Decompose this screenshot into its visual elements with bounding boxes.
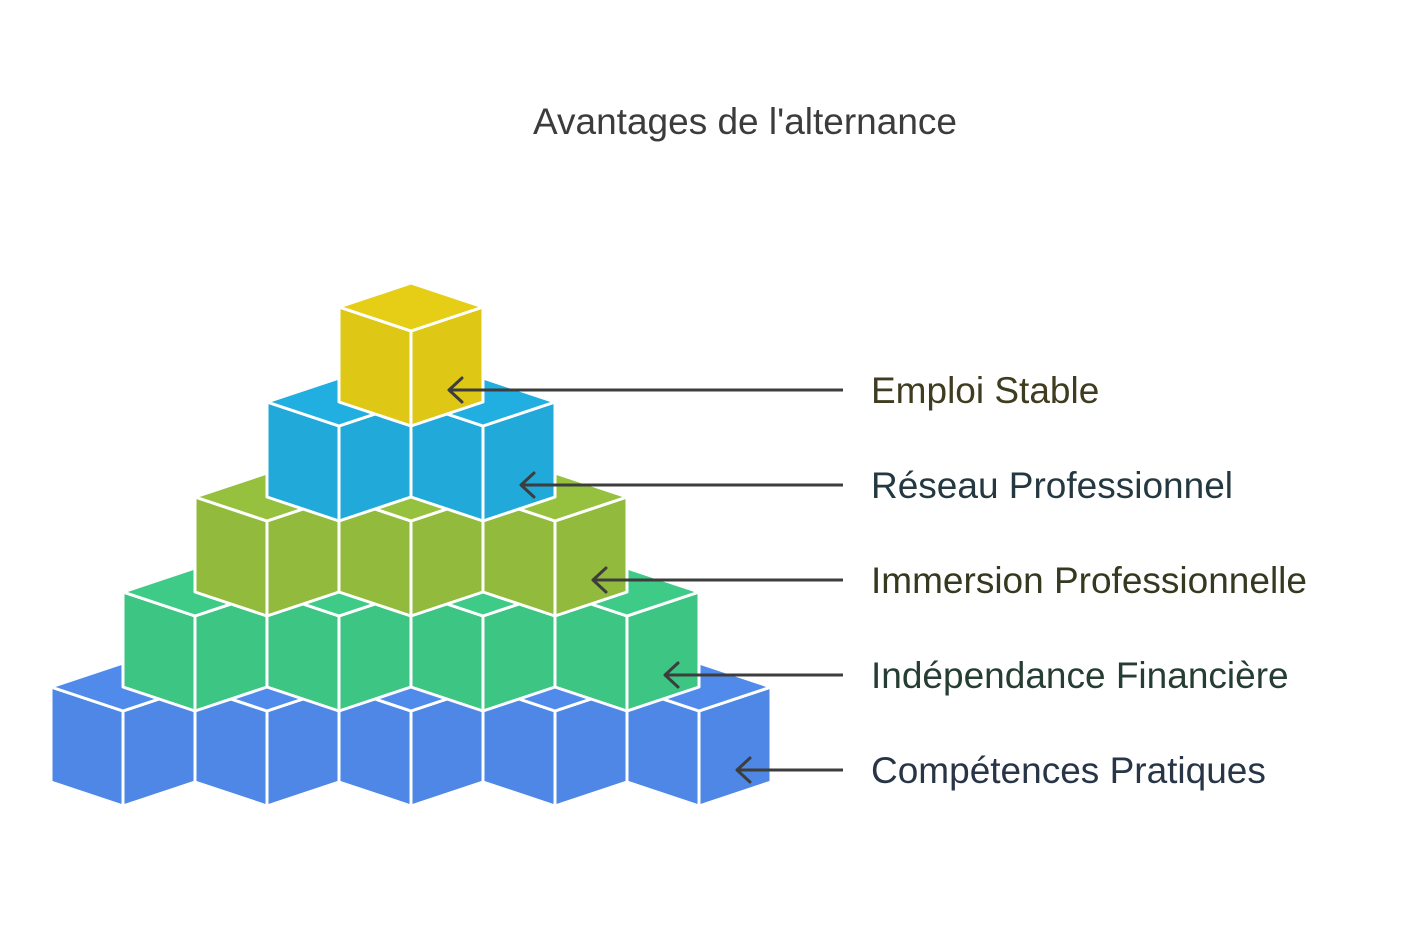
arrow-head <box>663 661 680 689</box>
arrow-head <box>519 471 536 499</box>
tier-label-4: Indépendance Financière <box>871 655 1289 696</box>
arrow-4 <box>663 661 843 689</box>
tier-label-5: Compétences Pratiques <box>871 750 1266 791</box>
cube-top-face <box>337 281 485 333</box>
arrow-3 <box>591 566 843 594</box>
arrow-5 <box>735 756 843 784</box>
tier-label-1: Emploi Stable <box>871 370 1099 411</box>
arrow-1 <box>447 376 843 404</box>
tier-label-3: Immersion Professionnelle <box>871 560 1307 601</box>
tier-label-2: Réseau Professionnel <box>871 465 1233 506</box>
diagram-title: Avantages de l'alternance <box>533 101 957 142</box>
arrow-head <box>735 756 752 784</box>
arrow-2 <box>519 471 843 499</box>
arrows <box>447 376 843 784</box>
cube-pyramid <box>49 281 773 808</box>
cube-1-1 <box>337 281 485 428</box>
arrow-head <box>591 566 608 594</box>
arrow-head <box>447 376 464 404</box>
